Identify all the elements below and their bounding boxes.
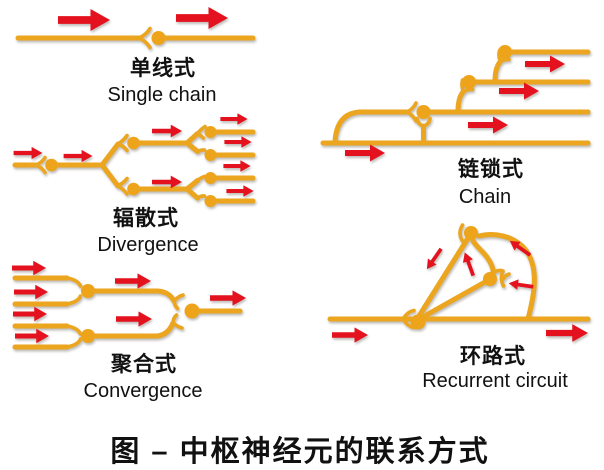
neuron-soma [204,172,217,184]
neuron-fibers [12,275,243,350]
flow-arrow-icon [63,149,93,163]
flow-arrows [58,6,228,32]
flow-arrow-icon [13,306,47,322]
flow-arrow-icon [525,55,565,73]
divergence-diagram [12,113,256,207]
flow-arrow-icon [226,185,254,197]
flow-arrow-icon [152,175,182,189]
neuron-fibers [12,124,256,207]
neuron-soma [464,226,478,240]
flow-arrow-icon [116,311,152,327]
recurrent-circuit-label-zh: 环路式 [460,345,526,368]
flow-arrow-icon [220,113,248,125]
single-chain-diagram [15,6,256,50]
flow-arrow-icon [507,278,535,292]
flow-arrow-icon [224,136,252,148]
chain-label-en: Chain [458,186,512,208]
neuron-soma [410,314,426,330]
convergence-diagram [12,260,246,350]
flow-arrow-icon [332,327,368,343]
neuron-fibers [15,26,256,50]
neuron-soma [483,272,497,286]
neuron-soma [204,195,217,207]
neuron-fibers [320,45,591,146]
flow-arrow-icon [58,8,110,32]
recurrent-circuit-diagram [327,223,591,343]
neuron-soma [45,158,58,172]
convergence-label-en: Convergence [83,380,203,402]
convergence-label-zh: 聚合式 [111,353,177,376]
flow-arrow-icon [499,82,539,100]
flow-arrow-icon [422,245,446,273]
chain-diagram [320,45,591,162]
flow-arrow-icon [345,144,385,162]
neuron-soma [81,284,95,298]
single-chain-label-en: Single chain [107,84,217,106]
neuron-soma [127,136,140,150]
neuron-soma [151,31,166,45]
flow-arrow-icon [546,324,588,342]
flow-arrow-icon [176,6,228,30]
flow-arrow-icon [12,260,46,276]
neuron-fibers [327,223,591,330]
flow-arrow-icon [459,250,479,278]
divergence-label-en: Divergence [97,234,199,256]
figure-caption: 图 – 中枢神经元的联系方式 [110,436,490,468]
flow-arrow-icon [14,284,48,300]
neuron-soma [184,303,200,319]
flow-arrow-icon [115,273,151,289]
flow-arrow-icon [223,160,251,172]
neuron-soma [416,105,431,119]
flow-arrow-icon [13,146,43,160]
flow-arrow-icon [152,124,182,138]
neuron-soma [127,182,140,196]
recurrent-circuit-label-en: Recurrent circuit [422,370,568,392]
flow-arrow-icon [15,328,49,344]
neuron-soma [204,126,217,138]
flow-arrows [345,55,565,162]
neuron-soma [204,149,217,161]
chain-label-zh: 链锁式 [458,158,524,181]
neuron-soma [498,45,512,59]
neuron-soma [81,329,95,343]
neuron-soma [462,75,476,89]
flow-arrow-icon [468,116,508,134]
divergence-label-zh: 辐散式 [113,207,179,230]
flow-arrow-icon [210,290,246,306]
single-chain-label-zh: 单线式 [130,57,196,80]
